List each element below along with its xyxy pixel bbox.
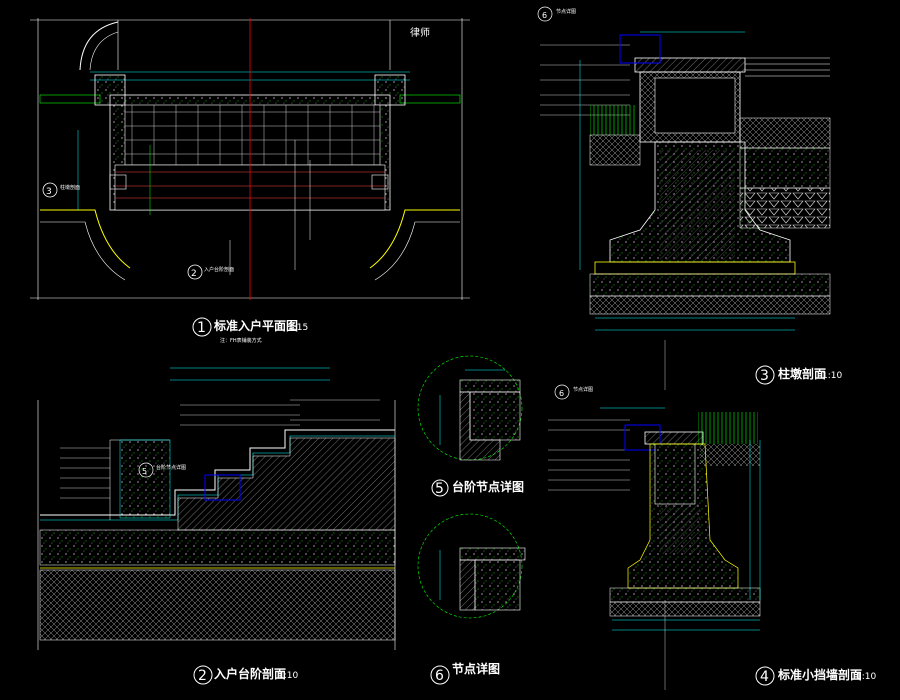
- wall-section-drawing: 6 节点详图 4 标准小挡墙剖面 1:10: [548, 384, 876, 690]
- plan-drawing: 律师 3 柱墩剖面: [30, 18, 470, 344]
- pillar-scale: 1:10: [822, 371, 842, 381]
- wall-callout-label: 节点详图: [573, 386, 593, 393]
- pillar-section-drawing: 6 节点详图: [537, 6, 842, 390]
- plan-title: 标准入户平面图: [213, 318, 298, 333]
- pillar-detail-callout-number: 6: [542, 11, 547, 20]
- pillar-title-number: 3: [760, 368, 769, 384]
- step-title: 入户台阶剖面: [214, 666, 286, 681]
- plan-callout-3-number: 3: [46, 187, 52, 197]
- plan-title-number: 1: [197, 320, 206, 336]
- plan-callout-3-label: 柱墩剖面: [60, 184, 80, 191]
- detail6-title-number: 6: [435, 668, 444, 684]
- pillar-detail-callout-label: 节点详图: [556, 8, 576, 15]
- node-detail-drawing: 6 节点详图: [417, 513, 526, 685]
- plan-callout-2-number: 2: [191, 269, 197, 279]
- pillar-title: 柱墩剖面: [778, 366, 826, 381]
- step-section-drawing: 5 台阶节点详图 2 入户台阶剖面 1:10: [37, 367, 396, 685]
- plan-callout-2-label: 入户台阶剖面: [204, 266, 234, 273]
- wall-callout-number: 6: [559, 389, 564, 398]
- wall-title: 标准小挡墙剖面: [777, 667, 862, 682]
- plan-scale: 1:15: [288, 323, 308, 333]
- step-node-detail-drawing: 5 台阶节点详图: [417, 355, 524, 497]
- plan-subnote: 注：FH表铺装方式: [220, 337, 262, 344]
- step-title-number: 2: [198, 668, 207, 684]
- detail5-title: 台阶节点详图: [452, 479, 524, 494]
- plan-stamp: 律师: [410, 26, 430, 39]
- wall-scale: 1:10: [856, 672, 876, 682]
- step-scale: 1:10: [278, 671, 298, 681]
- step-callout-label: 台阶节点详图: [156, 464, 186, 471]
- wall-title-number: 4: [760, 669, 769, 685]
- detail5-title-number: 5: [435, 481, 444, 497]
- detail6-title: 节点详图: [452, 661, 500, 676]
- step-callout-number: 5: [142, 467, 147, 476]
